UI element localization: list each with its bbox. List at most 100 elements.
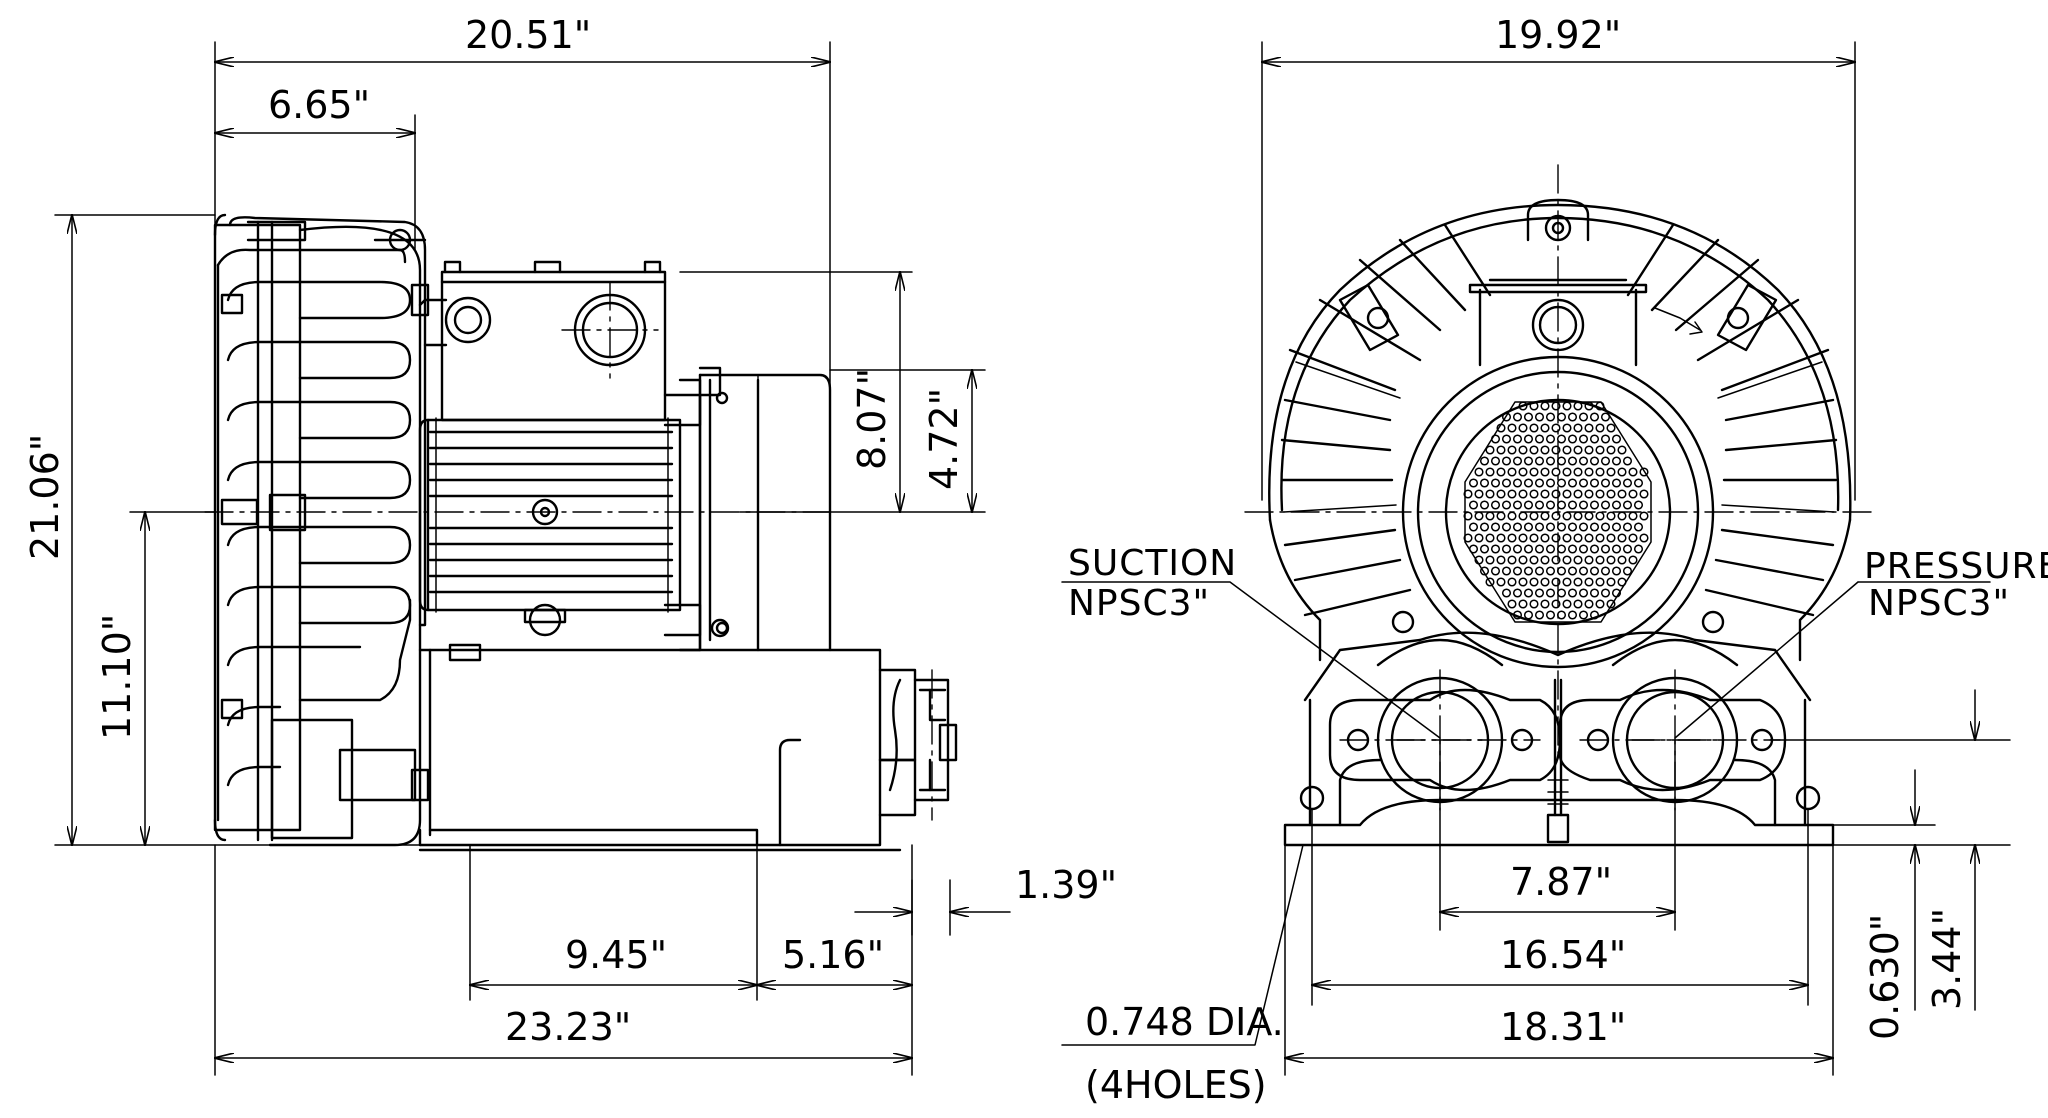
grille-hole [1468, 544, 1479, 554]
front-view [1061, 41, 2011, 1076]
grille-hole [1606, 423, 1616, 433]
grille-hole [1600, 412, 1611, 422]
grille-hole [1589, 544, 1600, 554]
dim-side-box-upper: 4.72" [922, 388, 966, 490]
grille-hole [1617, 467, 1627, 477]
side-dimension-lines [72, 62, 1011, 1058]
grille-hole [1534, 456, 1545, 466]
grille-hole [1551, 445, 1561, 455]
grille-hole [1518, 599, 1528, 609]
grille-hole [1628, 489, 1638, 499]
dim-side-base-end: 5.16" [782, 933, 884, 977]
grille-hole [1545, 610, 1556, 620]
grille-hole [1507, 467, 1517, 477]
grille-hole [1633, 544, 1644, 554]
grille-hole [1523, 434, 1534, 444]
grille-hole [1567, 500, 1578, 510]
label-pressure-title: PRESSURE [1864, 546, 2048, 587]
grille-hole [1479, 522, 1490, 532]
grille-hole [1468, 500, 1479, 510]
grille-hole [1540, 445, 1550, 455]
grille-hole [1490, 544, 1501, 554]
grille-hole [1507, 555, 1517, 565]
grille-hole [1551, 555, 1561, 565]
grille-hole [1567, 478, 1578, 488]
grille-hole [1540, 467, 1550, 477]
grille-hole [1622, 522, 1633, 532]
grille-hole [1496, 533, 1506, 543]
grille-hole [1496, 489, 1506, 499]
grille-hole [1622, 566, 1633, 576]
grille-hole [1595, 599, 1605, 609]
grille-hole [1639, 511, 1649, 521]
grille-hole [1485, 577, 1495, 587]
grille-hole [1501, 522, 1512, 532]
grille-hole [1573, 467, 1583, 477]
grille-hole [1496, 555, 1506, 565]
side-extension-lines [54, 41, 986, 1076]
dim-front-foot-height: 0.630" [1863, 914, 1907, 1040]
grille-hole [1573, 423, 1583, 433]
grille-hole [1584, 489, 1594, 499]
grille-hole [1606, 445, 1616, 455]
grille-hole [1600, 522, 1611, 532]
grille-hole [1529, 489, 1539, 499]
grille-hole [1540, 533, 1550, 543]
grille-hole [1567, 456, 1578, 466]
grille-hole [1501, 566, 1512, 576]
grille-hole [1523, 588, 1534, 598]
grille-hole [1573, 533, 1583, 543]
grille-hole [1589, 412, 1600, 422]
grille-hole [1628, 511, 1638, 521]
grille-hole [1540, 599, 1550, 609]
grille-hole [1501, 412, 1512, 422]
grille-hole [1512, 588, 1523, 598]
grille-hole [1573, 555, 1583, 565]
label-suction-title: SUCTION [1068, 543, 1237, 584]
grille-hole [1567, 522, 1578, 532]
grille-hole [1600, 478, 1611, 488]
grille-hole [1529, 467, 1539, 477]
grille-hole [1589, 500, 1600, 510]
grille-hole [1529, 423, 1539, 433]
grille-hole [1595, 533, 1605, 543]
grille-hole [1512, 412, 1523, 422]
grille-hole [1584, 423, 1594, 433]
grille-hole [1573, 401, 1583, 411]
grille-hole [1529, 533, 1539, 543]
grille-hole [1479, 544, 1490, 554]
grille-hole [1556, 456, 1567, 466]
grille-hole [1617, 489, 1627, 499]
grille-hole [1578, 478, 1589, 488]
grille-hole [1512, 544, 1523, 554]
grille-hole [1468, 478, 1479, 488]
grille-hole [1545, 566, 1556, 576]
grille-hole [1567, 588, 1578, 598]
dim-side-overall-width-top: 20.51" [465, 13, 591, 57]
grille-hole [1474, 467, 1484, 477]
grille-hole [1567, 566, 1578, 576]
grille-hole [1628, 533, 1638, 543]
grille-hole [1501, 434, 1512, 444]
grille-hole [1545, 478, 1556, 488]
dim-front-hole-spacing: 16.54" [1500, 933, 1626, 977]
grille-hole [1617, 445, 1627, 455]
grille-hole [1551, 599, 1561, 609]
side-motor-body [418, 298, 832, 652]
grille-hole [1556, 478, 1567, 488]
grille-hole [1606, 467, 1616, 477]
grille-hole [1578, 434, 1589, 444]
grille-hole [1534, 478, 1545, 488]
side-base-frame [418, 618, 958, 852]
grille-hole [1589, 434, 1600, 444]
grille-hole [1551, 401, 1561, 411]
grille-hole [1523, 456, 1534, 466]
grille-hole [1540, 511, 1550, 521]
grille-hole [1518, 467, 1528, 477]
grille-hole [1589, 522, 1600, 532]
grille-hole [1622, 456, 1633, 466]
grille-hole [1512, 478, 1523, 488]
grille-hole [1501, 500, 1512, 510]
grille-hole [1639, 533, 1649, 543]
